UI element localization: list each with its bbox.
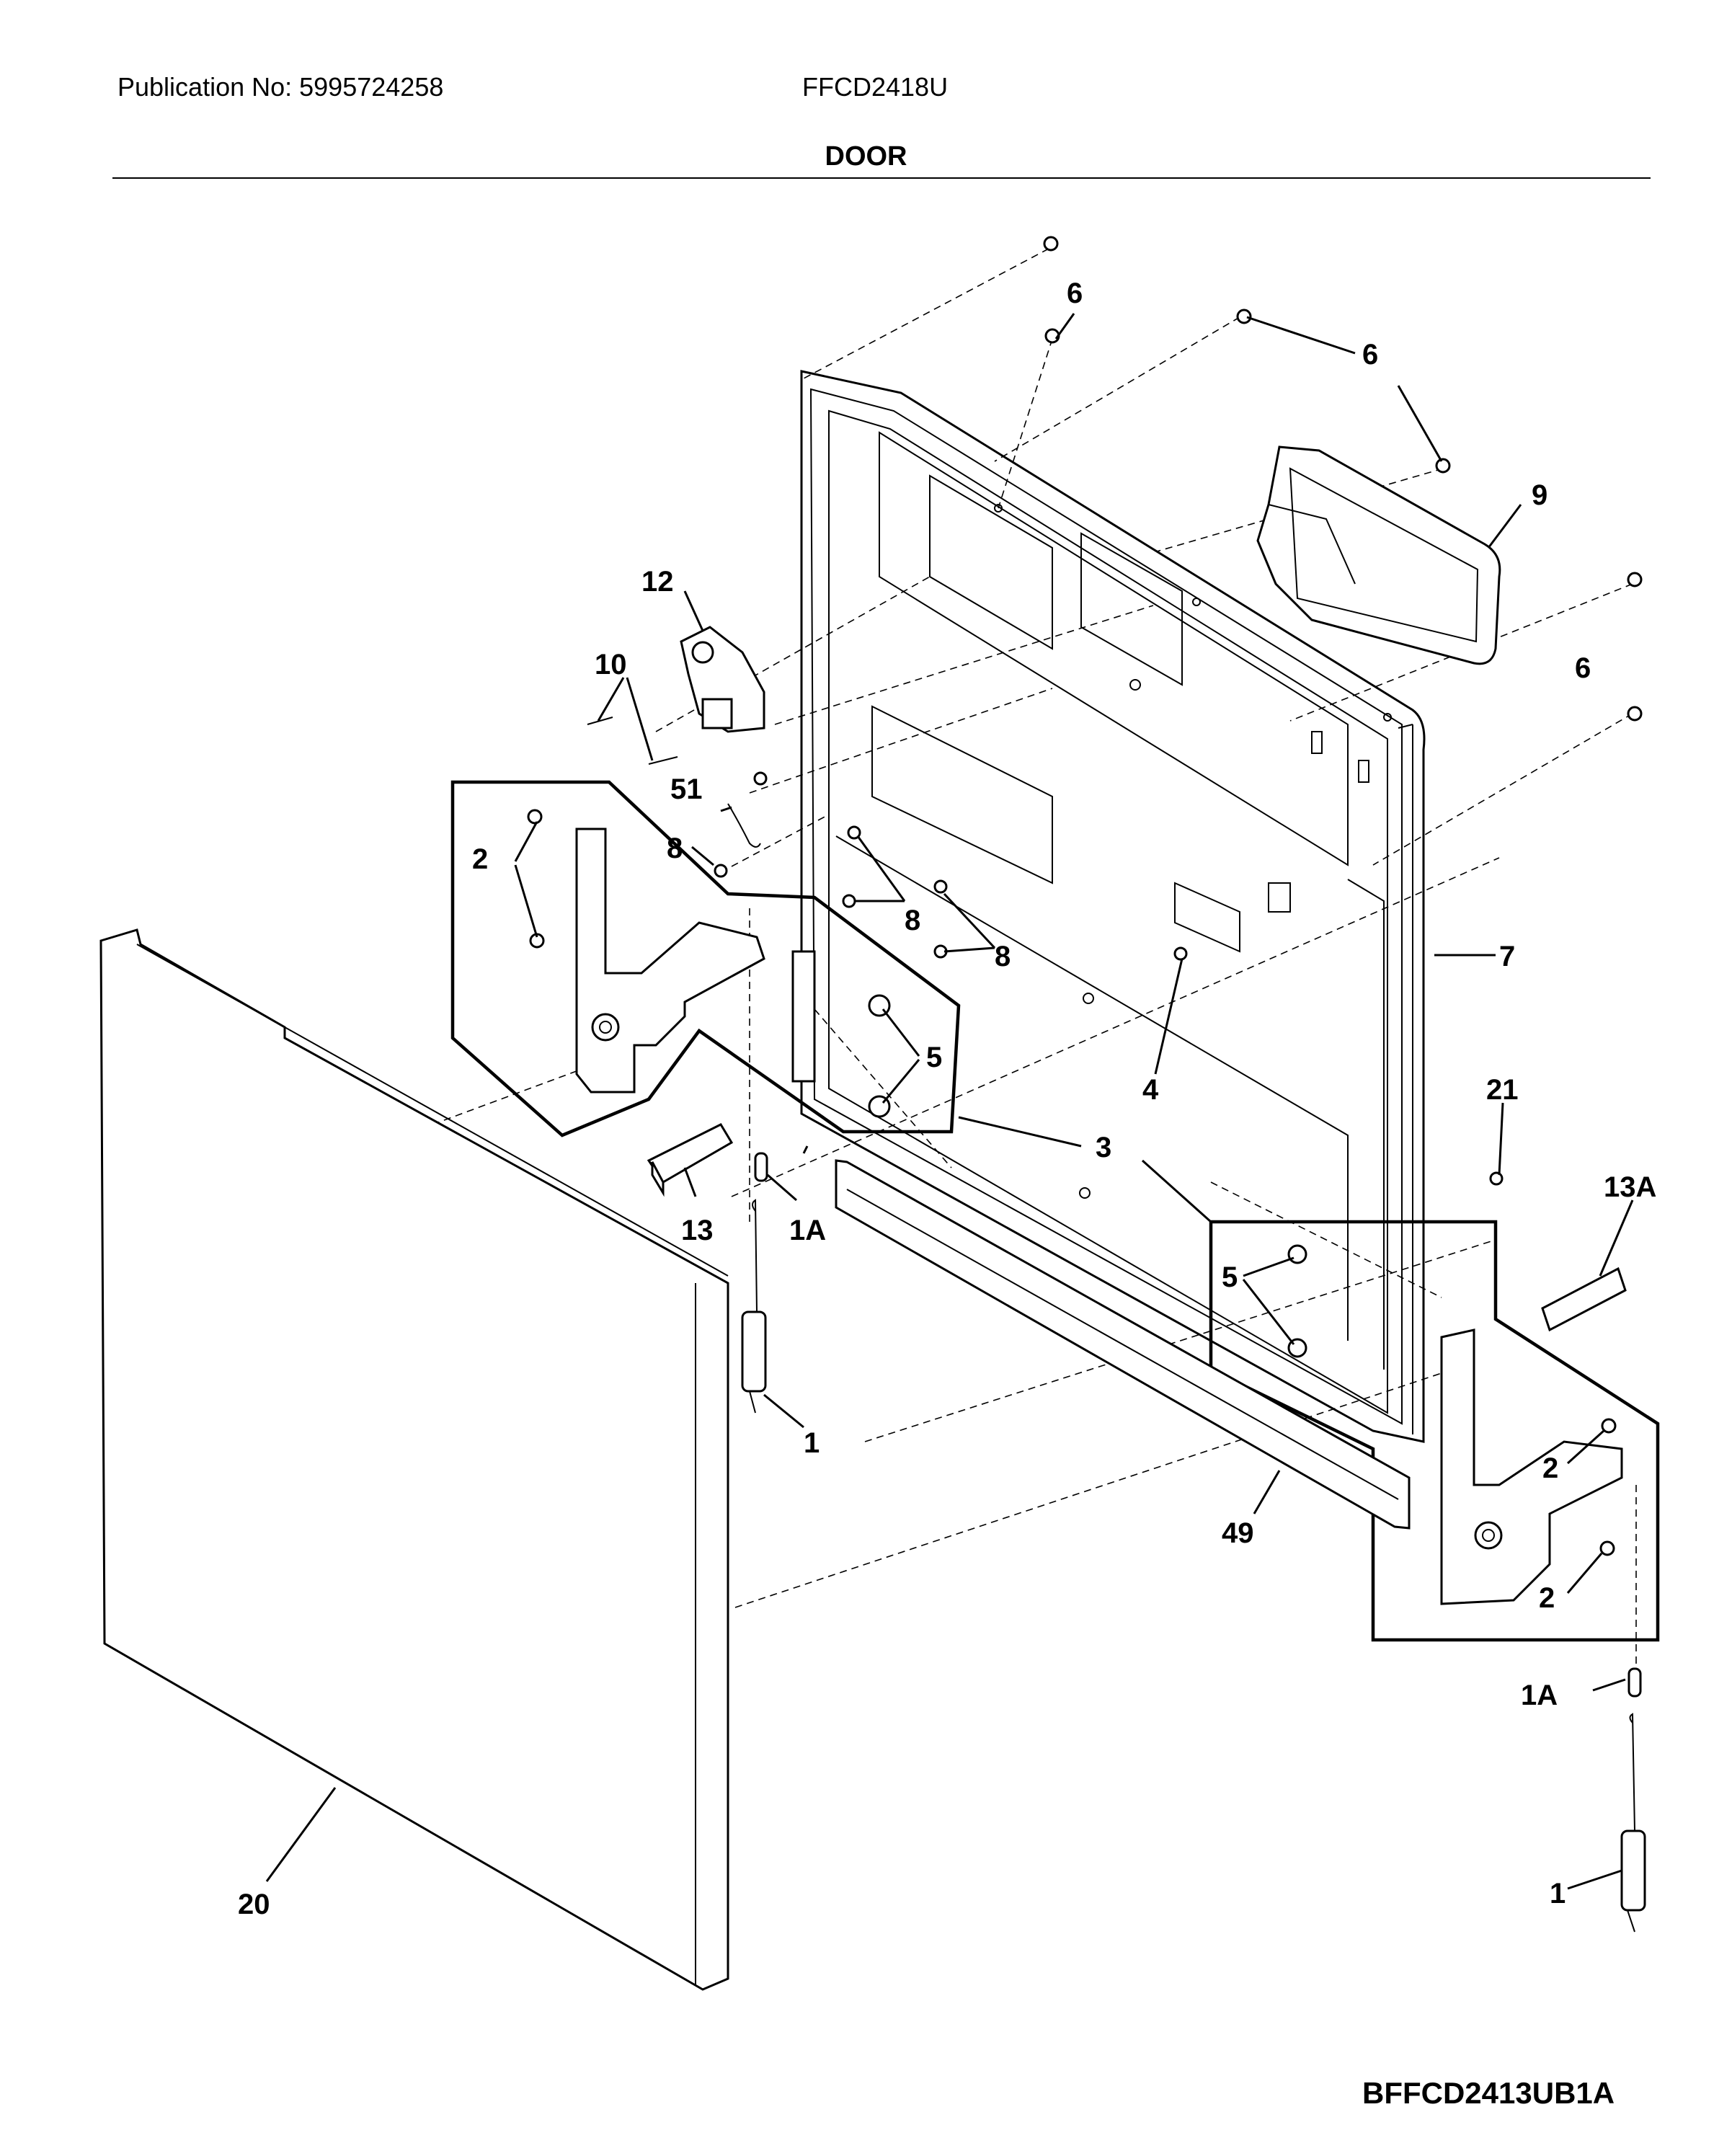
springs	[741, 1199, 1646, 1933]
callout-5: 5	[1222, 1261, 1238, 1293]
callout-2: 2	[1539, 1582, 1555, 1614]
wire-tie	[727, 803, 761, 848]
callout-2: 2	[1542, 1452, 1558, 1484]
callout-13: 13	[681, 1215, 714, 1246]
assembly-lines	[432, 248, 1637, 1665]
header-rule	[112, 177, 1651, 179]
outer-door-panel	[99, 928, 729, 1991]
callout-9: 9	[1532, 479, 1547, 511]
callout-13A: 13A	[1604, 1171, 1656, 1203]
model-number: FFCD2418U	[802, 72, 949, 102]
hinge-pads-and-pins	[647, 1123, 1642, 1698]
callout-labels: 6 6 6 9 12 10 51 8 8 8 2 5 7 4 21 3 13 1…	[238, 278, 1656, 1920]
callout-1: 1	[804, 1427, 820, 1459]
callout-12: 12	[641, 566, 674, 598]
door-latch	[680, 626, 765, 733]
callout-4: 4	[1142, 1074, 1159, 1106]
callout-6: 6	[1575, 652, 1591, 684]
bottom-trim	[835, 1159, 1411, 1530]
callout-1A: 1A	[1521, 1680, 1558, 1711]
callout-10: 10	[595, 649, 627, 680]
callout-8: 8	[995, 941, 1011, 972]
callout-5: 5	[926, 1042, 942, 1073]
callout-8: 8	[667, 833, 683, 864]
callout-2: 2	[472, 843, 488, 875]
section-title: DOOR	[825, 141, 907, 172]
callout-6: 6	[1362, 339, 1378, 371]
callout-3: 3	[1096, 1132, 1111, 1163]
callout-21: 21	[1486, 1074, 1519, 1106]
control-panel	[1256, 445, 1501, 665]
callout-1: 1	[1550, 1878, 1566, 1909]
screw-2-left-upper	[527, 809, 543, 825]
callout-8: 8	[905, 905, 920, 936]
leader-lines	[265, 313, 1634, 1890]
callout-1A: 1A	[789, 1215, 826, 1246]
callout-20: 20	[238, 1889, 270, 1920]
callout-51: 51	[670, 773, 703, 805]
publication-number: Publication No: 5995724258	[117, 72, 444, 102]
callout-7: 7	[1499, 941, 1515, 972]
callout-6: 6	[1067, 278, 1083, 309]
inner-door-panel	[800, 370, 1426, 1443]
figure-code: BFFCD2413UB1A	[1362, 2076, 1615, 2110]
callout-49: 49	[1222, 1517, 1254, 1549]
